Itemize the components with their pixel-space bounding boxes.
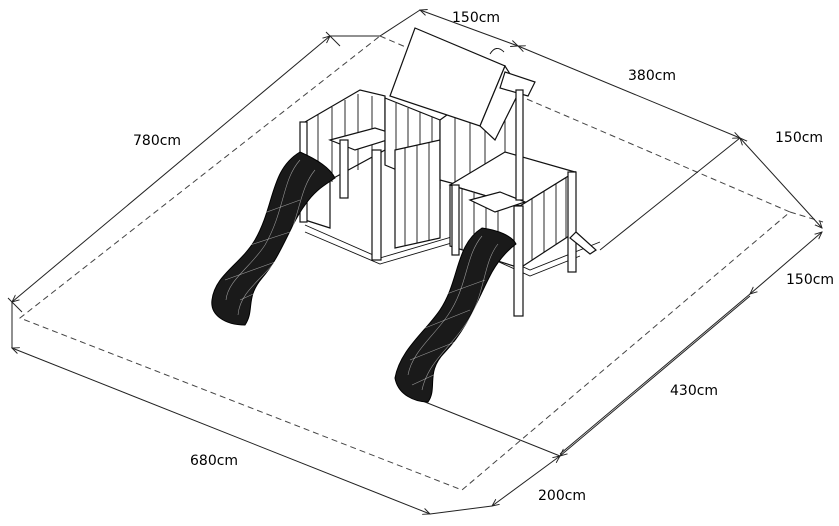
play-tower-structure [299, 27, 601, 317]
dim-label-150-right-a: 150cm [775, 130, 823, 146]
dim-label-150-top: 150cm [452, 10, 500, 26]
dim-label-200: 200cm [538, 488, 586, 504]
dim-label-380: 380cm [628, 68, 676, 84]
dimension-lines [7, 10, 822, 514]
right-slide [394, 227, 517, 403]
left-slide [211, 151, 336, 326]
dim-label-680: 680cm [190, 453, 238, 469]
dim-label-430: 430cm [670, 383, 718, 399]
dim-label-150-right-b: 150cm [786, 272, 834, 288]
dim-label-780: 780cm [133, 133, 181, 149]
